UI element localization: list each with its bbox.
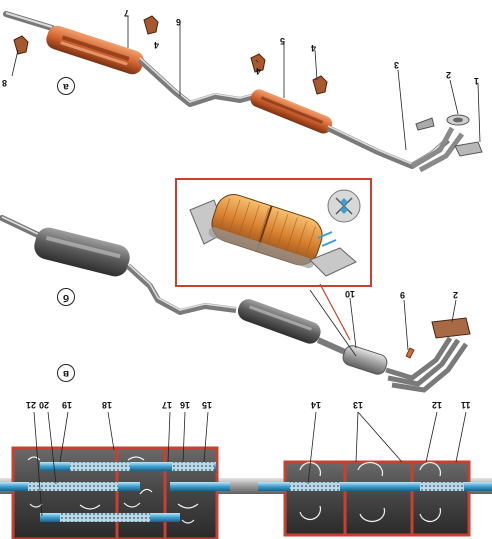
view-marker-c: в — [57, 364, 75, 382]
callout-20: 20 — [39, 400, 50, 410]
view-b-exhaust-assembly — [0, 215, 471, 393]
mid-pipe-a — [137, 57, 256, 107]
view-c-muffler-sections — [0, 411, 492, 539]
bracket-a — [454, 141, 483, 157]
callout-6: 6 — [176, 17, 182, 27]
callout-10: 10 — [345, 289, 356, 299]
callout-4: 4 — [256, 66, 262, 76]
resonator-a — [250, 89, 333, 134]
callout-12: 12 — [432, 400, 443, 410]
front-pipe-b — [316, 337, 347, 355]
rubber-mount-icon — [13, 15, 328, 95]
resonator-b — [237, 299, 321, 344]
callout-15: 15 — [202, 400, 213, 410]
callout-5: 5 — [280, 36, 286, 46]
callout-21: 21 — [26, 400, 37, 410]
manifold-flange-b — [431, 317, 471, 339]
callout-8: 8 — [2, 78, 8, 88]
tailpipe-a-shine — [5, 12, 53, 28]
catalytic-converter-b — [342, 345, 388, 375]
view-marker-a: а — [57, 77, 75, 95]
front-pipe-a — [326, 125, 450, 169]
callout-16: 16 — [180, 400, 191, 410]
tailpipe-b — [0, 215, 43, 239]
callout-1: 1 — [474, 76, 480, 86]
rear-muffler-section — [0, 446, 230, 539]
downpipe-b — [385, 336, 453, 381]
callout-4: 4 — [154, 40, 160, 50]
leader-lines-b — [309, 289, 457, 357]
mid-pipe-b — [125, 263, 237, 315]
callout-2: 2 — [446, 70, 452, 80]
resonator-section — [258, 460, 492, 537]
callout-2: 2 — [453, 290, 459, 300]
callout-17: 17 — [162, 400, 173, 410]
honeycomb-cell-icon — [327, 189, 361, 223]
callout-18: 18 — [102, 400, 113, 410]
leader-lines-a — [11, 16, 481, 151]
catalyst-body — [208, 194, 323, 269]
callout-13: 13 — [353, 400, 364, 410]
rear-muffler-a — [46, 25, 144, 75]
rear-muffler-b — [34, 227, 130, 277]
callout-19: 19 — [62, 400, 73, 410]
view-marker-b: б — [57, 288, 75, 306]
callout-4: 4 — [311, 43, 317, 53]
callout-3: 3 — [394, 60, 400, 70]
catalyst-cutaway-inset — [175, 178, 372, 341]
leader-lines-c — [33, 411, 467, 517]
downpipe-a — [410, 126, 455, 169]
curved-arrow-icon — [299, 461, 442, 523]
callout-7: 7 — [124, 8, 130, 18]
oxygen-sensor-b — [405, 347, 415, 359]
callout-11: 11 — [461, 400, 471, 410]
callout-14: 14 — [311, 400, 322, 410]
view-a-exhaust-assembly — [3, 11, 483, 173]
callout-9: 9 — [400, 290, 406, 300]
